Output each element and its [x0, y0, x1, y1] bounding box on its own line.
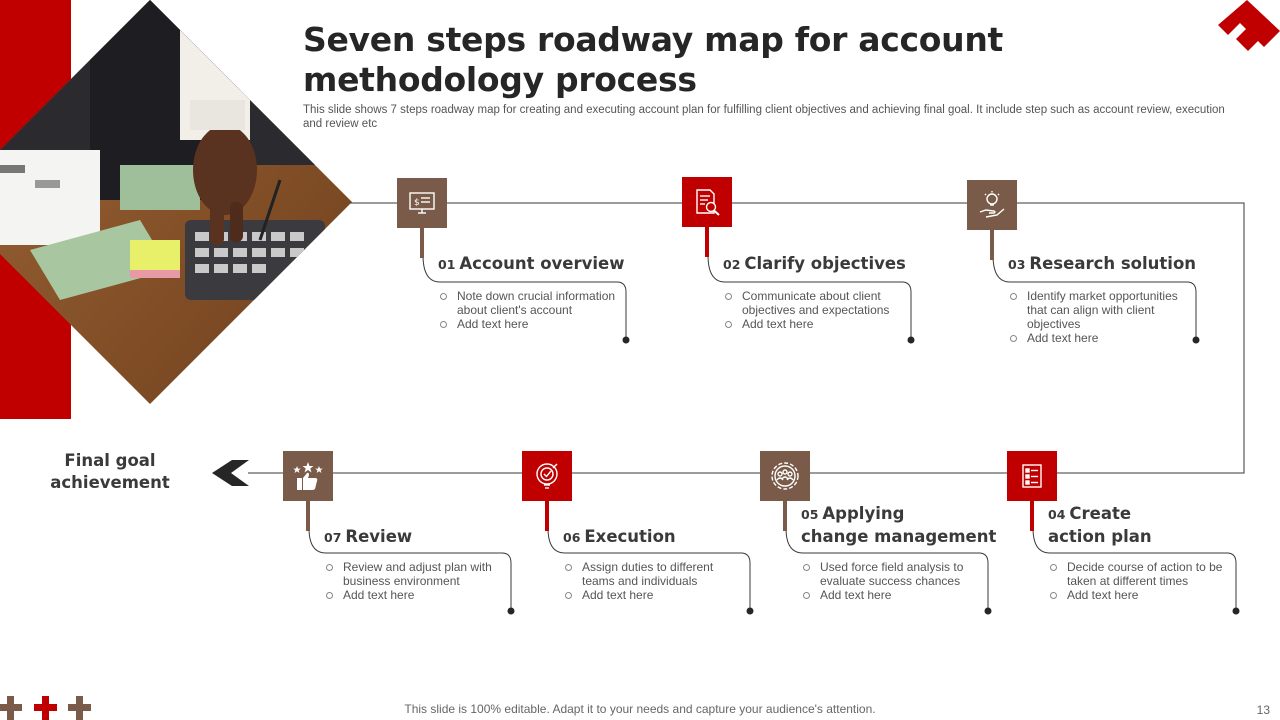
- page-title: Seven steps roadway map for account meth…: [303, 20, 1004, 99]
- step-01-bullets: Note down crucial information about clie…: [439, 289, 624, 331]
- list-item: Used force field analysis to evaluate su…: [802, 560, 982, 588]
- list-item: Add text here: [1049, 588, 1231, 602]
- list-item: Communicate about client objectives and …: [724, 289, 904, 317]
- svg-text:$: $: [414, 198, 420, 208]
- team-gear-icon: [760, 451, 810, 501]
- list-item: Add text here: [439, 317, 624, 331]
- list-item: Add text here: [724, 317, 904, 331]
- lightbulb-hand-icon: [967, 180, 1017, 230]
- list-item: Assign duties to different teams and ind…: [564, 560, 744, 588]
- list-item: Identify market opportunities that can a…: [1009, 289, 1189, 331]
- diamond-photo: [0, 0, 352, 404]
- step-07-bullets: Review and adjust plan with business env…: [325, 560, 505, 602]
- document-search-icon: [682, 177, 732, 227]
- final-goal-label: Final goal achievement: [50, 451, 170, 492]
- step-04-bullets: Decide course of action to be taken at d…: [1049, 560, 1231, 602]
- computer-dollar-icon: $: [397, 178, 447, 228]
- list-item: Note down crucial information about clie…: [439, 289, 624, 317]
- list-item: Add text here: [564, 588, 744, 602]
- list-item: Review and adjust plan with business env…: [325, 560, 505, 588]
- list-item: Decide course of action to be taken at d…: [1049, 560, 1231, 588]
- list-item: Add text here: [325, 588, 505, 602]
- decorative-crosses-icon: [0, 696, 91, 720]
- step-06-bullets: Assign duties to different teams and ind…: [564, 560, 744, 602]
- list-item: Add text here: [802, 588, 982, 602]
- target-bulb-icon: [522, 451, 572, 501]
- step-05-bullets: Used force field analysis to evaluate su…: [802, 560, 982, 602]
- thumbs-up-stars-icon: [283, 451, 333, 501]
- page-number: 13: [1256, 703, 1270, 717]
- page-subtitle: This slide shows 7 steps roadway map for…: [303, 104, 1225, 130]
- checklist-icon: [1007, 451, 1057, 501]
- list-item: Add text here: [1009, 331, 1189, 345]
- step-02-bullets: Communicate about client objectives and …: [724, 289, 904, 331]
- corner-logo-icon: [1214, 0, 1280, 64]
- footer-note: This slide is 100% editable. Adapt it to…: [404, 702, 876, 716]
- step-03-bullets: Identify market opportunities that can a…: [1009, 289, 1189, 345]
